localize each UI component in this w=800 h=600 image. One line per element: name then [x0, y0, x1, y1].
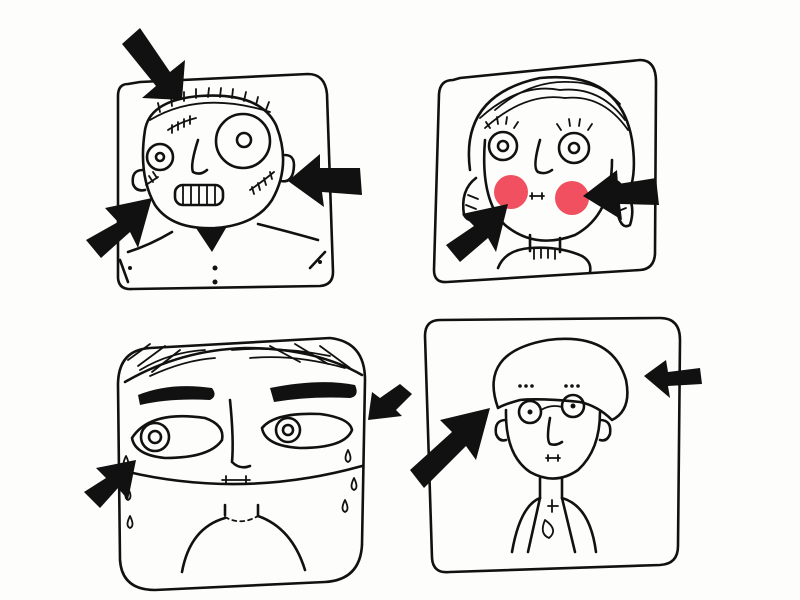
- panel-man-with-glasses: [410, 316, 702, 574]
- zombie-head: [141, 94, 285, 230]
- tear-drops: [122, 449, 358, 529]
- zombie-teeth: [173, 183, 225, 207]
- panel-frame: [432, 58, 658, 284]
- arrow-pointer: [410, 408, 490, 488]
- arrow-pointer: [368, 384, 412, 420]
- panel-zombie: [86, 28, 362, 291]
- arrow-pointer: [583, 170, 659, 220]
- hair-stubble: [157, 87, 270, 113]
- panel-frame: [116, 336, 367, 592]
- bob-hair: [492, 337, 629, 422]
- left-eye: [130, 414, 224, 460]
- glasses-lens: [517, 399, 543, 425]
- rosy-cheek: [494, 175, 528, 209]
- panel-girl: [432, 58, 659, 284]
- girl-hair: [467, 75, 636, 202]
- eyebrow: [138, 386, 215, 405]
- right-eye: [260, 412, 354, 450]
- panel-frame: [116, 72, 335, 291]
- right-eye: [214, 112, 272, 170]
- left-eye: [145, 142, 175, 172]
- glasses-lens: [560, 393, 586, 419]
- arrow-pointer: [446, 204, 508, 262]
- panel-frame: [423, 316, 682, 574]
- arrow-pointer: [86, 198, 152, 258]
- arrow-pointer: [84, 460, 136, 508]
- left-eye: [487, 130, 519, 162]
- arrow-pointer: [288, 154, 362, 207]
- eyebrow: [270, 382, 357, 402]
- panel-tearful-face: [84, 336, 412, 592]
- rosy-cheek: [555, 181, 589, 215]
- right-eye: [557, 131, 591, 165]
- arrow-pointer: [644, 360, 702, 398]
- arrow-pointer: [122, 28, 185, 100]
